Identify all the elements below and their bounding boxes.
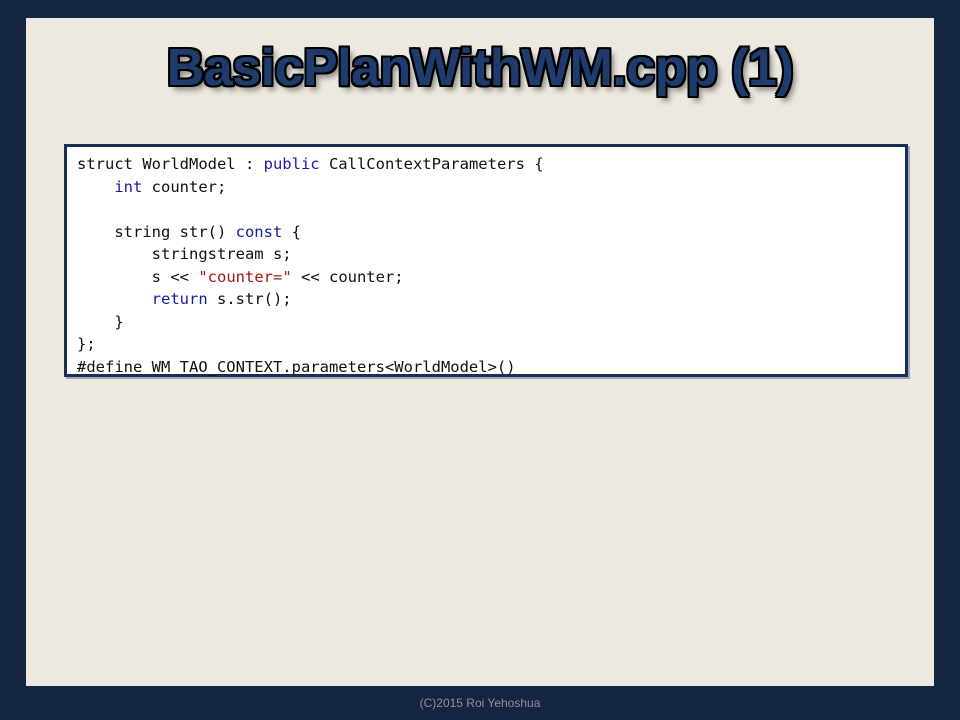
code-token: s.str(); [207, 290, 292, 308]
code-token: stringstream s; [77, 245, 292, 263]
code-line [77, 198, 905, 221]
code-token: << counter; [291, 267, 404, 286]
code-token [77, 178, 114, 196]
code-token: }; [77, 335, 96, 353]
code-keyword: public [263, 155, 320, 173]
code-line: #define WM TAO_CONTEXT.parameters<WorldM… [77, 356, 905, 379]
code-token: s << [77, 267, 199, 286]
code-block: struct WorldModel : public CallContextPa… [64, 144, 908, 377]
code-string: "counter=" [198, 267, 292, 286]
slide-title: BasicPlanWithWM.cpp (1) [0, 38, 960, 98]
code-token: string str() [77, 222, 236, 241]
code-line: } [77, 311, 905, 334]
code-line: return s.str(); [77, 288, 905, 311]
code-keyword: return [151, 290, 208, 308]
code-token [77, 290, 152, 308]
code-line: s << "counter=" << counter; [77, 266, 905, 289]
code-token: CallContextParameters { [319, 155, 544, 173]
code-token: struct WorldModel : [77, 155, 264, 173]
code-token: { [282, 222, 301, 241]
slide-footer: (C)2015 Roi Yehoshua [419, 696, 541, 710]
code-text: struct WorldModel : public CallContextPa… [67, 147, 905, 378]
code-token: #define WM TAO_CONTEXT.parameters<WorldM… [77, 357, 516, 376]
code-line: }; [77, 333, 905, 356]
code-line: stringstream s; [77, 243, 905, 266]
code-line: struct WorldModel : public CallContextPa… [77, 153, 905, 176]
code-token: } [77, 312, 124, 331]
code-keyword: int [114, 177, 143, 196]
code-keyword: const [235, 222, 283, 241]
code-token: counter; [142, 177, 227, 196]
slide-title-text: BasicPlanWithWM.cpp (1) [166, 39, 794, 97]
code-line: int counter; [77, 176, 905, 199]
code-line: string str() const { [77, 221, 905, 244]
